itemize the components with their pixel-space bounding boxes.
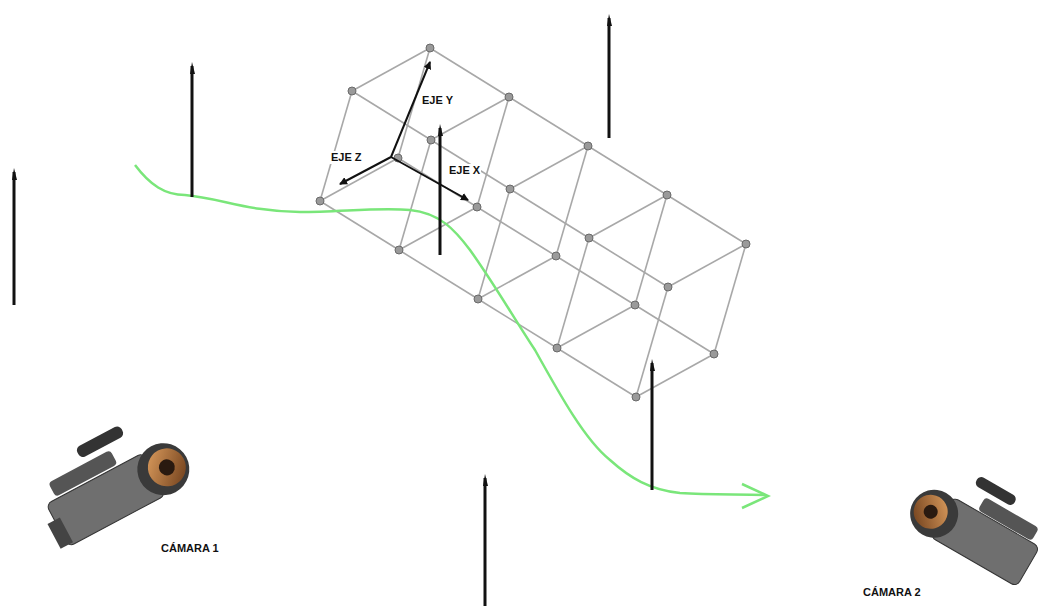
grid-edge — [668, 244, 746, 287]
grid-vertex — [584, 142, 592, 150]
grid-edge — [320, 91, 352, 201]
camera-label: CÁMARA 1 — [160, 542, 220, 555]
grid-vertex — [742, 240, 750, 248]
grid-edge — [430, 48, 509, 97]
trajectory — [135, 165, 765, 495]
grid-vertex — [426, 44, 434, 52]
axis-label: EJE Z — [330, 151, 363, 164]
grid-vertex — [585, 234, 593, 242]
grid-vertex — [348, 87, 356, 95]
axis-label: EJE X — [448, 164, 481, 177]
grid-edge — [478, 189, 510, 299]
grid-edge — [635, 305, 714, 354]
grid-edge — [714, 244, 746, 354]
grid-edge — [320, 158, 398, 201]
grid-edge — [352, 48, 430, 91]
grid-vertex — [631, 301, 639, 309]
grid-vertex — [663, 191, 671, 199]
grid-edge — [667, 195, 746, 244]
camera-label: CÁMARA 2 — [862, 586, 922, 599]
grid-edge — [510, 146, 588, 189]
grid-edge — [399, 250, 478, 299]
grid-vertex — [427, 136, 435, 144]
grid-edge — [557, 305, 635, 348]
grid-vertex — [395, 246, 403, 254]
camera-icon — [22, 404, 198, 552]
grid-vertex — [632, 393, 640, 401]
grid-edge — [431, 140, 510, 189]
grid-edge — [477, 97, 509, 207]
grid-vertex — [552, 252, 560, 260]
axis-y — [391, 62, 430, 157]
grid-edge — [556, 256, 635, 305]
grid-edge — [352, 91, 431, 140]
grid-edge — [589, 238, 668, 287]
grid-edge — [636, 354, 714, 397]
grid-edge — [557, 348, 636, 397]
grid-vertex — [553, 344, 561, 352]
grid-vertex — [710, 350, 718, 358]
grid-vertex — [664, 283, 672, 291]
grid-edge — [589, 195, 667, 238]
grid-edge — [477, 207, 556, 256]
grid-edge — [510, 189, 589, 238]
grid-vertex — [473, 203, 481, 211]
grid-edge — [557, 238, 589, 348]
grid-edge — [588, 146, 667, 195]
grid-vertex — [506, 185, 514, 193]
grid-vertex — [505, 93, 513, 101]
grid-edge — [399, 140, 431, 250]
grid-edge — [635, 195, 667, 305]
camera-icon — [901, 453, 1045, 588]
vertical-markers — [12, 14, 655, 606]
trajectory-head — [742, 484, 768, 508]
axis-label: EJE Y — [421, 94, 454, 107]
grid-vertex — [474, 295, 482, 303]
grid-edge — [556, 146, 588, 256]
grid-vertex — [316, 197, 324, 205]
grid-edge — [509, 97, 588, 146]
